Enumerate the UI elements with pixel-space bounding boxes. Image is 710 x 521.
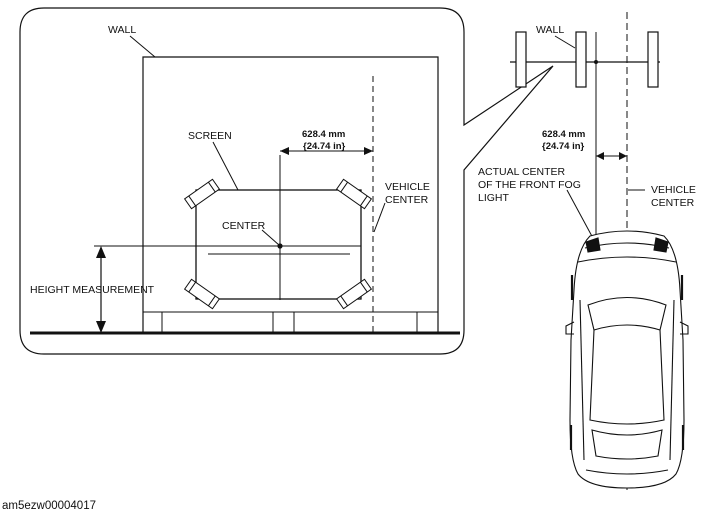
height-arrow-down xyxy=(96,321,106,333)
screen-leader xyxy=(212,141,239,191)
top-view-wall xyxy=(510,31,660,88)
screen-tape-corners xyxy=(183,178,373,310)
figure-code: am5ezw00004017 xyxy=(2,500,96,512)
wall-label-left: WALL xyxy=(108,24,136,36)
vehicle-center-label-left-1: VEHICLE xyxy=(385,181,430,193)
dimension-right-arrow-b xyxy=(619,152,627,160)
wall-right-leader xyxy=(554,35,576,49)
vehicle-center-label-left-2: CENTER xyxy=(385,194,429,206)
vehicle-center-leader-left xyxy=(373,202,386,233)
dimension-left-in: {24.74 in} xyxy=(303,141,346,152)
dimension-right-arrow-a xyxy=(596,152,604,160)
wall-label-right: WALL xyxy=(536,24,564,36)
vehicle-top-view xyxy=(565,230,689,489)
center-leader xyxy=(261,229,280,246)
screen-rect xyxy=(195,189,362,300)
vehicle-center-label-right-1: VEHICLE xyxy=(651,184,696,196)
wall-outline xyxy=(142,56,439,332)
dimension-left-arrow-a xyxy=(280,147,289,155)
callout-bubble xyxy=(19,7,554,355)
dimension-left-arrow-b xyxy=(364,147,373,155)
dimension-right-mm: 628.4 mm xyxy=(542,129,585,140)
vehicle-center-label-right-2: CENTER xyxy=(651,197,695,209)
actual-center-label-1: ACTUAL CENTER xyxy=(478,166,566,178)
actual-center-leader xyxy=(566,189,595,241)
dimension-left-mm: 628.4 mm xyxy=(302,129,345,140)
dimension-right-in: {24.74 in} xyxy=(542,141,585,152)
screen-label: SCREEN xyxy=(188,130,232,142)
wall-leader xyxy=(129,35,156,58)
height-measurement-label: HEIGHT MEASUREMENT xyxy=(30,284,155,296)
actual-center-label-3: LIGHT xyxy=(478,192,510,204)
center-label: CENTER xyxy=(222,220,266,232)
actual-center-label-2: OF THE FRONT FOG xyxy=(478,179,581,191)
baseboard xyxy=(143,311,438,333)
height-arrow-up xyxy=(96,246,106,258)
